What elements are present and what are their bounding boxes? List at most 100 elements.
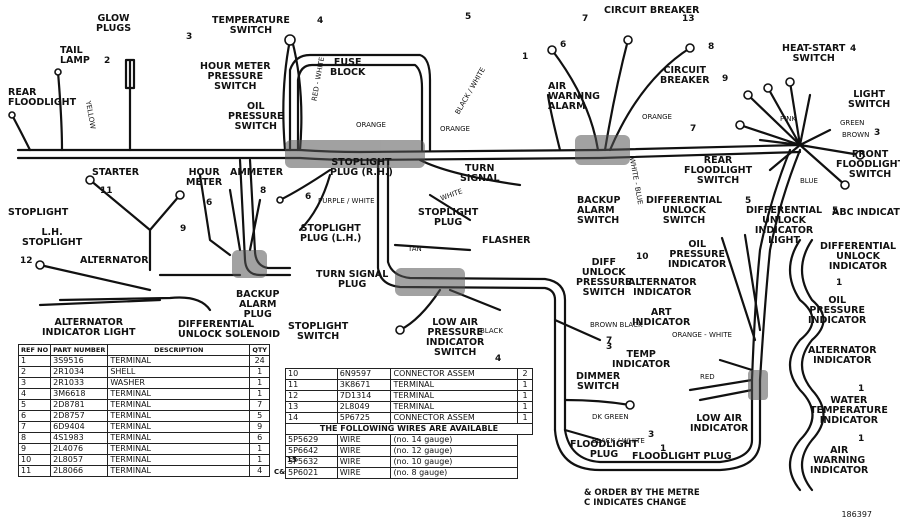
ref-15: 15 [287, 456, 297, 464]
wires-cell: (no. 14 gauge) [390, 434, 519, 446]
hour-meter-pressure-switch-label: HOUR METER PRESSURE SWITCH [200, 61, 271, 92]
low-air-indicator-label: LOW AIR INDICATOR [690, 413, 749, 434]
parts-left-cell: 9 [17, 443, 52, 455]
differential-unlock-switch-label: DIFFERENTIAL UNLOCK SWITCH [646, 195, 723, 226]
water-temperature-indicator-label: WATER TEMPERATURE INDICATOR [810, 395, 888, 426]
wires-cell: WIRE [336, 434, 392, 446]
oil-pressure-indicator-label: OIL PRESSURE INDICATOR [668, 239, 727, 270]
parts-left-cell: SHELL [107, 366, 251, 378]
parts-left-cell: 2R1033 [50, 377, 109, 389]
parts-right-cell: 1 [517, 401, 533, 413]
parts-right-cell: TERMINAL [390, 379, 519, 391]
wire-color-purple-white: PURPLE / WHITE [318, 197, 375, 205]
wires-cell: 5P6642 [285, 445, 338, 457]
callout-2: 2 [104, 56, 111, 66]
abc-indicator-label: ABC INDICATOR [832, 207, 900, 218]
wires-cell: WIRE [336, 467, 392, 479]
wire-color-blue: BLUE [800, 177, 818, 185]
parts-right-cell: CONNECTOR ASSEM [390, 412, 519, 424]
parts-left-cell: 5 [17, 399, 52, 411]
stoplight-switch-label: STOPLIGHT SWITCH [288, 321, 349, 342]
turn-signal-label: TURN SIGNAL [460, 163, 500, 184]
floodlight-plug-label: FLOODLIGHT PLUG [632, 451, 732, 462]
rear-floodlight-left-label: REAR FLOODLIGHT [8, 87, 77, 108]
parts-right-cell: CONNECTOR ASSEM [390, 368, 519, 380]
callout-11: 11 [100, 186, 113, 196]
dimmer-switch-label: DIMMER SWITCH [576, 371, 621, 392]
stoplight-plug-lh-label: STOPLIGHT PLUG (L.H.) [300, 223, 362, 244]
header-ref-no: REF NO [17, 344, 52, 356]
oil-pressure-switch-label: OIL PRESSURE SWITCH [228, 101, 284, 132]
parts-left-cell: 24 [249, 355, 270, 367]
callout-5: 5 [465, 12, 472, 22]
differential-unlock-indicator-light-label: DIFFERENTIAL UNLOCK INDICATOR LIGHT [746, 205, 823, 246]
parts-left-cell: 6 [249, 432, 270, 444]
parts-right-cell: 6N9597 [336, 368, 392, 380]
callout-7c: 7 [606, 336, 613, 346]
callout-9b: 9 [180, 224, 187, 234]
backup-alarm-plug-label: BACKUP ALARM PLUG [236, 289, 280, 320]
parts-left-cell: 2L8066 [50, 465, 109, 477]
temperature-switch-label: TEMPERATURE SWITCH [212, 15, 290, 36]
parts-right-cell: 13 [285, 401, 338, 413]
air-warning-indicator-label: AIR WARNING INDICATOR [810, 445, 869, 476]
glow-plug-label: GLOW PLUGS [96, 13, 132, 34]
bottom-harness [553, 378, 762, 472]
parts-left-cell: 2D8757 [50, 410, 109, 422]
wire-color-black-white-2: BLACK / WHITE [592, 437, 645, 445]
parts-table-left-header: REF NO PART NUMBER DESCRIPTION QTY [17, 344, 270, 356]
heat-start-switch-label: HEAT-START SWITCH [782, 43, 846, 64]
parts-left-cell: 2R1034 [50, 366, 109, 378]
wire-color-orange-3: ORANGE [642, 113, 672, 121]
differential-unlock-indicator-label: DIFFERENTIAL UNLOCK INDICATOR [820, 241, 897, 272]
circuit-breaker-top-label: CIRCUIT BREAKER [604, 5, 700, 16]
lh-stoplight-label: L.H. STOPLIGHT [22, 227, 83, 248]
hour-meter-label: HOUR METER [186, 167, 223, 188]
parts-left-cell: 10 [17, 454, 52, 466]
indicator-chain [788, 238, 814, 492]
parts-left-cell: 7 [17, 421, 52, 433]
circuit-breaker-mid-label: CIRCUIT BREAKER [660, 65, 710, 86]
parts-left-cell: 8 [17, 432, 52, 444]
right-harness [758, 148, 802, 382]
callout-1b: 1 [660, 444, 667, 454]
alternator-indicator-right-label: ALTERNATOR INDICATOR [808, 345, 877, 366]
parts-right-cell: 1 [517, 379, 533, 391]
parts-left-cell: TERMINAL [107, 399, 251, 411]
low-air-pressure-indicator-switch-label: LOW AIR PRESSURE INDICATOR SWITCH [426, 317, 485, 358]
callout-6: 6 [560, 40, 567, 50]
wires-cell: 5P6021 [285, 467, 338, 479]
parts-left-cell: 3S9516 [50, 355, 109, 367]
callout-4: 4 [317, 16, 324, 26]
callout-5c: 5 [832, 206, 839, 216]
header-description: DESCRIPTION [107, 344, 251, 356]
callout-12: 12 [20, 256, 33, 266]
parts-left-cell: TERMINAL [107, 388, 251, 400]
parts-left-cell: 2L8057 [50, 454, 109, 466]
callout-7: 7 [582, 14, 589, 24]
light-switch-label: LIGHT SWITCH [848, 89, 891, 110]
center-harness [376, 158, 557, 432]
parts-left-cell: 2 [17, 366, 52, 378]
parts-left-cell: TERMINAL [107, 432, 251, 444]
diff-unlock-pressure-switch-label: DIFF UNLOCK PRESSURE SWITCH [576, 257, 632, 298]
parts-left-cell: 3M6618 [50, 388, 109, 400]
backup-alarm-switch-label: BACKUP ALARM SWITCH [577, 195, 621, 226]
wires-cell: WIRE [336, 445, 392, 457]
wire-color-tan: TAN [408, 245, 422, 253]
parts-left-cell: TERMINAL [107, 410, 251, 422]
wires-heading-row: THE FOLLOWING WIRES ARE AVAILABLE [285, 423, 533, 435]
parts-left-cell: 7 [249, 399, 270, 411]
